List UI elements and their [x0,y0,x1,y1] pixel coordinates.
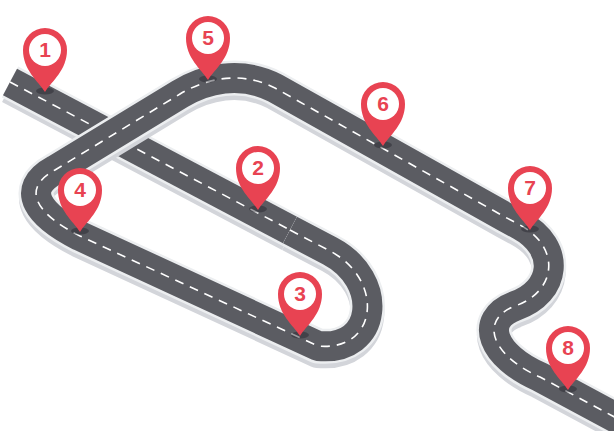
callout-number: 5 [184,25,232,51]
map-pin: 8 [544,324,592,390]
road-surface [36,78,614,420]
callout-number: 3 [276,281,324,307]
map-pin: 5 [184,14,232,80]
road-edge [36,78,614,420]
map-pin: 1 [21,26,69,92]
callout-number: 7 [506,175,554,201]
map-pin: 4 [56,166,104,232]
callout-number: 4 [56,177,104,203]
callout-number: 2 [234,155,282,181]
callout-number: 6 [359,91,407,117]
map-pin: 2 [234,144,282,210]
map-pin: 6 [359,80,407,146]
callout-number: 8 [544,335,592,361]
lane-dashes [36,78,614,420]
callout-number: 1 [21,37,69,63]
road-segment [36,78,614,425]
map-pin: 3 [276,270,324,336]
map-pin: 7 [506,164,554,230]
